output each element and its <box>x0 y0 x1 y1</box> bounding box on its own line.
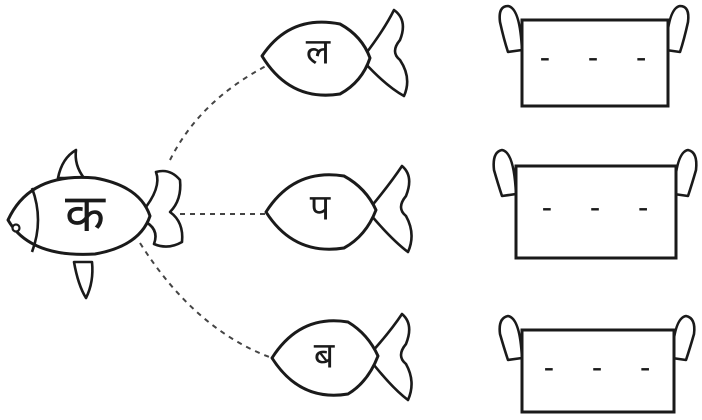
main-fish: क <box>6 148 184 300</box>
answer-box-3-right-handle <box>670 314 696 362</box>
main-fish-letter: क <box>65 184 106 244</box>
small-fish-3: ब <box>270 312 413 402</box>
small-fish-2-tail <box>368 164 413 254</box>
small-fish-1-tail <box>362 8 409 98</box>
answer-box-2-left-handle <box>492 148 518 198</box>
small-fish-1-body <box>260 20 372 97</box>
answer-box-2-right-handle <box>672 148 698 198</box>
small-fish-3-tail <box>368 312 413 402</box>
small-fish-2-body <box>264 173 378 251</box>
connector-line-1 <box>169 64 269 161</box>
answer-box-1-left-handle <box>498 4 524 54</box>
small-fish-2-letter: प <box>310 188 331 229</box>
main-fish-eye <box>11 223 21 233</box>
small-fish-3-letter: ब <box>314 336 336 377</box>
main-fish-body <box>6 175 152 256</box>
main-fish-gill <box>30 187 40 253</box>
small-fish-3-body <box>270 319 380 397</box>
small-fish-1-letter: ल <box>306 32 331 73</box>
answer-box-2-blank[interactable]: - - - <box>538 191 658 226</box>
small-fish-1: ल <box>260 8 409 98</box>
main-fish-top-fin <box>56 148 86 180</box>
small-fish-2: प <box>264 164 413 254</box>
answer-box-1[interactable]: - - - <box>498 4 690 108</box>
answer-box-1-frame <box>520 18 670 108</box>
answer-box-2[interactable]: - - - <box>492 148 698 260</box>
answer-box-3-blank[interactable]: - - - <box>540 351 660 386</box>
answer-box-1-right-handle <box>664 4 690 54</box>
answer-box-3-left-handle <box>498 314 524 362</box>
answer-box-1-blank[interactable]: - - - <box>536 41 656 76</box>
answer-box-3-frame <box>520 328 676 414</box>
answer-box-2-frame <box>514 164 678 260</box>
connector-line-3 <box>139 242 273 359</box>
answer-box-3[interactable]: - - - <box>498 314 696 414</box>
main-fish-bottom-fin <box>72 260 94 300</box>
main-fish-tail <box>140 169 184 248</box>
